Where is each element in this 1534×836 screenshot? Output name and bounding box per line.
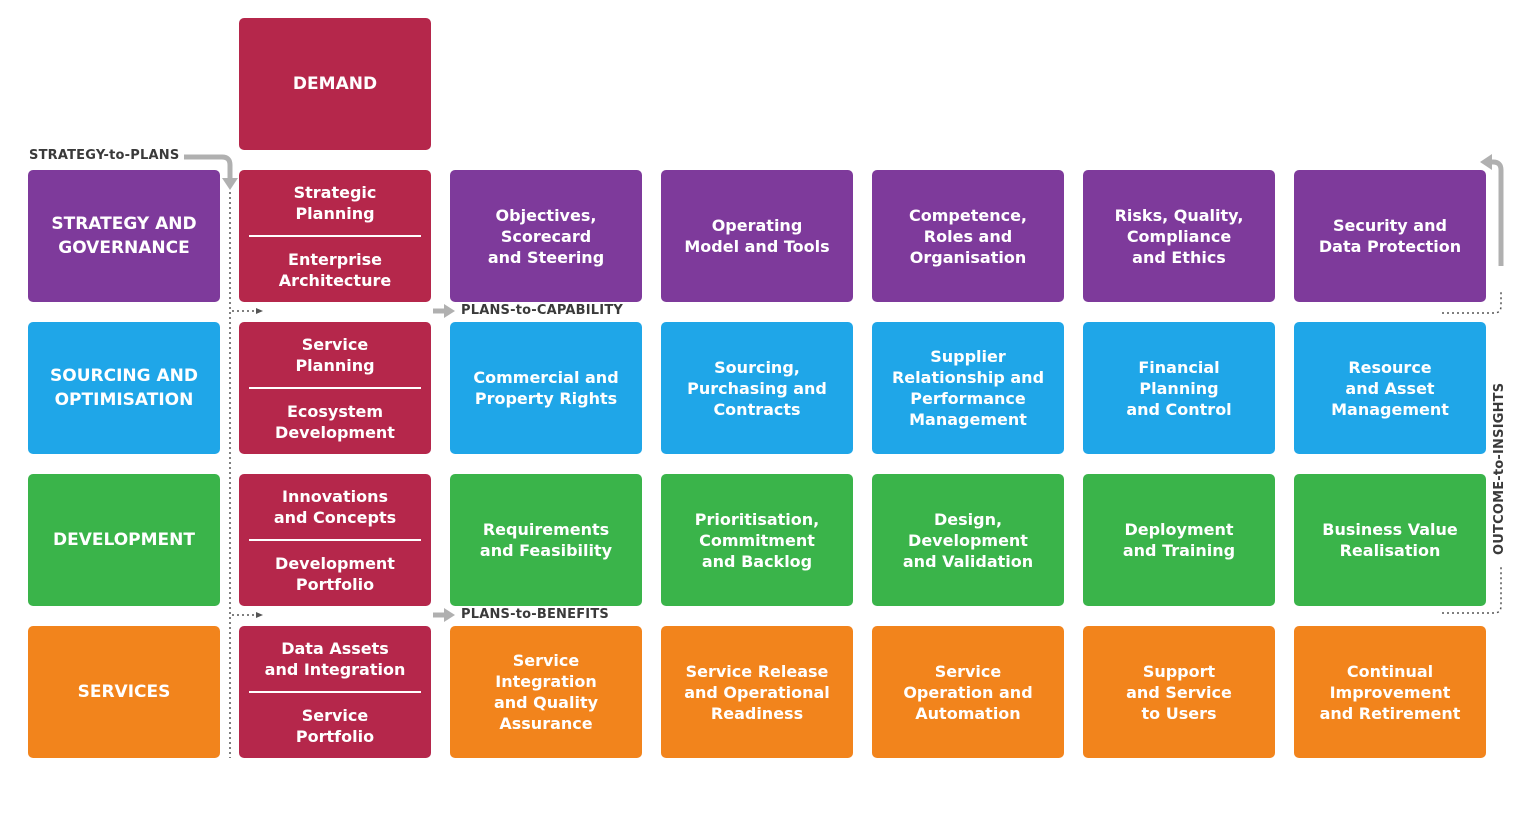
cell-prioritisation-backlog: Prioritisation, Commitment and Backlog xyxy=(661,474,853,606)
row-label-sourcing-optimisation: SOURCING AND OPTIMISATION xyxy=(28,322,220,454)
cell-requirements-feasibility: Requirements and Feasibility xyxy=(450,474,642,606)
demand-cell-sourcing: Service Planning Ecosystem Development xyxy=(239,322,431,454)
cell-business-value: Business Value Realisation xyxy=(1294,474,1486,606)
demand-strategic-planning: Strategic Planning xyxy=(293,182,377,223)
row-label-development: DEVELOPMENT xyxy=(28,474,220,606)
demand-service-portfolio: Service Portfolio xyxy=(295,705,375,746)
flow-label-plans-to-benefits: PLANS-to-BENEFITS xyxy=(461,607,609,622)
demand-divider xyxy=(249,691,421,693)
row-label-strategy-governance: STRATEGY AND GOVERNANCE xyxy=(28,170,220,302)
demand-development-portfolio: Development Portfolio xyxy=(275,553,395,594)
cell-design-development: Design, Development and Validation xyxy=(872,474,1064,606)
flow-label-plans-to-capability: PLANS-to-CAPABILITY xyxy=(461,303,623,318)
cell-deployment-training: Deployment and Training xyxy=(1083,474,1275,606)
cell-support-service: Support and Service to Users xyxy=(1083,626,1275,758)
cell-resource-asset: Resource and Asset Management xyxy=(1294,322,1486,454)
row-label-services: SERVICES xyxy=(28,626,220,758)
demand-ecosystem-development: Ecosystem Development xyxy=(275,401,395,442)
demand-innovations-concepts: Innovations and Concepts xyxy=(273,486,397,527)
demand-header-label: DEMAND xyxy=(292,74,378,94)
demand-divider xyxy=(249,235,421,237)
demand-data-assets: Data Assets and Integration xyxy=(264,638,406,679)
demand-divider xyxy=(249,387,421,389)
cell-continual-improvement: Continual Improvement and Retirement xyxy=(1294,626,1486,758)
demand-header: DEMAND xyxy=(239,18,431,150)
flow-label-outcome-to-insights: OUTCOME-to-INSIGHTS xyxy=(1492,382,1507,555)
cell-sourcing-purchasing: Sourcing, Purchasing and Contracts xyxy=(661,322,853,454)
cell-competence-roles: Competence, Roles and Organisation xyxy=(872,170,1064,302)
cell-objectives-scorecard: Objectives, Scorecard and Steering xyxy=(450,170,642,302)
cell-operating-model: Operating Model and Tools xyxy=(661,170,853,302)
cell-service-operation: Service Operation and Automation xyxy=(872,626,1064,758)
demand-service-planning: Service Planning xyxy=(295,334,375,375)
cell-commercial-property: Commercial and Property Rights xyxy=(450,322,642,454)
demand-enterprise-architecture: Enterprise Architecture xyxy=(278,249,392,290)
cell-risks-quality: Risks, Quality, Compliance and Ethics xyxy=(1083,170,1275,302)
demand-cell-strategy: Strategic Planning Enterprise Architectu… xyxy=(239,170,431,302)
demand-cell-development: Innovations and Concepts Development Por… xyxy=(239,474,431,606)
cell-financial-planning: Financial Planning and Control xyxy=(1083,322,1275,454)
flow-label-strategy-to-plans: STRATEGY-to-PLANS xyxy=(29,148,180,163)
demand-cell-services: Data Assets and Integration Service Port… xyxy=(239,626,431,758)
cell-service-integration: Service Integration and Quality Assuranc… xyxy=(450,626,642,758)
cell-service-release: Service Release and Operational Readines… xyxy=(661,626,853,758)
demand-divider xyxy=(249,539,421,541)
cell-supplier-relationship: Supplier Relationship and Performance Ma… xyxy=(872,322,1064,454)
cell-security-data: Security and Data Protection xyxy=(1294,170,1486,302)
